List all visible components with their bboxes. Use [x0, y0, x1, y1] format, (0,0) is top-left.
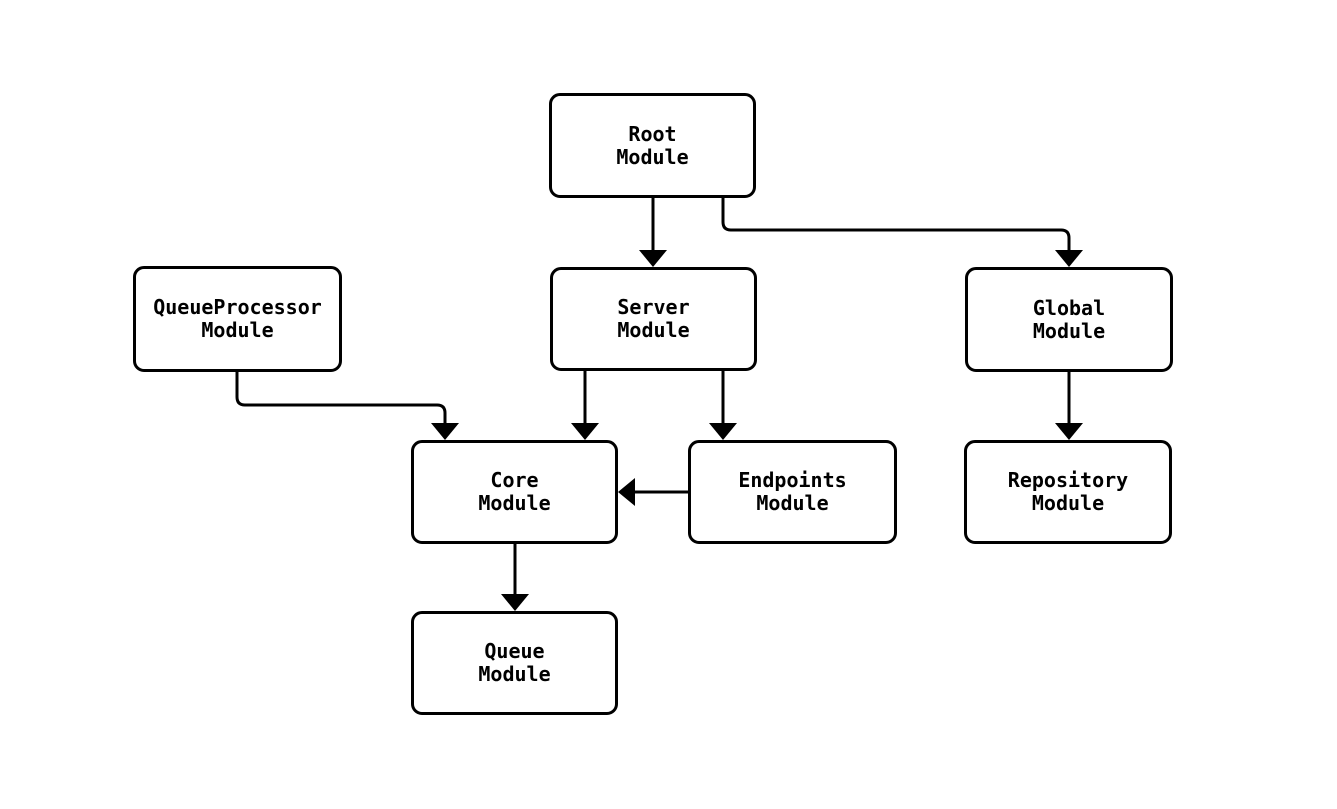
node-server-module: Server Module [550, 267, 757, 371]
node-queueprocessor-module: QueueProcessor Module [133, 266, 342, 372]
node-core-module-label: Core Module [478, 468, 551, 515]
arrowhead-root-to-server [639, 250, 667, 267]
node-global-module-label: Global Module [1032, 295, 1106, 343]
node-core-module: Core Module [411, 440, 618, 544]
node-server-module-label: Server Module [617, 295, 690, 342]
arrowhead-server-to-endpoints [709, 423, 737, 440]
node-root-module-label: Root Module [616, 121, 689, 169]
arrowhead-server-to-core [571, 423, 599, 440]
node-queue-module: Queue Module [411, 611, 618, 715]
node-queueprocessor-module-label: QueueProcessor Module [153, 295, 322, 342]
node-root-module: Root Module [549, 93, 756, 198]
node-global-module: Global Module [965, 267, 1173, 372]
edge-root-to-global [721, 198, 1071, 252]
arrowhead-global-to-repository [1055, 423, 1083, 440]
node-endpoints-module: Endpoints Module [688, 440, 897, 544]
node-queue-module-label: Queue Module [478, 639, 551, 686]
arrowhead-core-to-queue [501, 594, 529, 611]
arrowhead-endpoints-to-core [618, 478, 635, 506]
edge-queueprocessor-to-core [235, 372, 447, 425]
node-repository-module: Repository Module [964, 440, 1172, 544]
arrowhead-root-to-global [1055, 250, 1083, 267]
node-repository-module-label: Repository Module [1007, 468, 1129, 515]
node-endpoints-module-label: Endpoints Module [738, 468, 847, 515]
arrowhead-queueprocessor-to-core [431, 423, 459, 440]
